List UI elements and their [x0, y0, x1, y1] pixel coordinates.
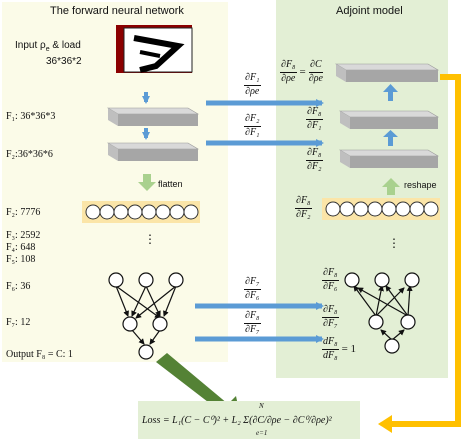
loss-box [138, 401, 360, 439]
adj-deriv-7-num: dF₈ [322, 336, 339, 350]
mid-deriv-3-num: ∂F₇ [244, 276, 261, 290]
adj-slab-top [334, 63, 440, 82]
adj-deriv-2-num: ∂F₈ [306, 106, 323, 120]
adj-slab-mid [338, 110, 440, 129]
adj-deriv-3: ∂F₈∂F₂ [306, 147, 323, 172]
slab-f1 [106, 107, 200, 126]
mid-deriv-1-den: ∂ρe [245, 85, 260, 97]
adj-deriv-6-den: ∂F₇ [323, 317, 338, 329]
feedback-arrow [390, 74, 461, 427]
output-label: Output F₈ = C: 1 [6, 349, 73, 360]
network-left [115, 285, 177, 345]
network-left-nodes [108, 272, 184, 360]
flat-circles-right [325, 201, 439, 217]
adj-deriv-1-eq: = [299, 66, 306, 78]
feedback-arrow-head [378, 415, 392, 433]
f6-label: F₆: 36 [6, 281, 31, 292]
input-label-main: Input ρ [15, 40, 46, 51]
network-right [353, 285, 413, 341]
f2b-label: F₂: 7776 [6, 207, 41, 218]
mid-deriv-3-den: ∂F₆ [245, 289, 260, 301]
mid-deriv-4-num: ∂F₈ [244, 310, 261, 324]
mid-deriv-2: ∂F₂∂F₁ [244, 113, 261, 138]
right-ellipsis: ⋮ [388, 236, 400, 250]
adj-slab-low [338, 149, 440, 168]
mid-deriv-4: ∂F₈∂F₇ [244, 310, 261, 335]
adj-deriv-1-rhs: ∂C∂ρe [308, 59, 323, 84]
f1-label: F₁: 36*36*3 [6, 111, 56, 122]
flatten-label: flatten [158, 179, 183, 189]
forward-title: The forward neural network [50, 5, 184, 17]
input-label: Input ρe & load [15, 40, 81, 54]
mid-deriv-4-den: ∂F₇ [245, 323, 260, 335]
adjoint-panel [276, 0, 448, 378]
adj-deriv-1-rden: ∂ρe [308, 72, 323, 84]
adj-deriv-7-eq: = 1 [341, 343, 357, 355]
adj-deriv-4-den: ∂F₂ [296, 208, 311, 220]
adj-deriv-2-den: ∂F₁ [307, 119, 322, 131]
adj-deriv-1: ∂F₈∂ρe = ∂C∂ρe [280, 59, 323, 84]
adj-deriv-1-num: ∂F₈ [280, 59, 297, 73]
adj-deriv-2: ∂F₈∂F₁ [306, 106, 323, 131]
adj-deriv-4-num: ∂F₈ [295, 195, 312, 209]
adj-deriv-5-num: ∂F₈ [322, 267, 339, 281]
mid-deriv-3: ∂F₇∂F₆ [244, 276, 261, 301]
adj-deriv-6: ∂F₈∂F₇ [322, 304, 339, 329]
mid-deriv-1-num: ∂F₁ [244, 72, 261, 86]
adj-deriv-1-lhs: ∂F₈∂ρe [280, 59, 297, 84]
mid-deriv-2-den: ∂F₁ [245, 126, 260, 138]
forward-panel [2, 2, 228, 362]
input-label-tail: & load [49, 40, 81, 51]
adj-arrow-up-1 [383, 84, 398, 101]
loss-sum-bottom: e=1 [256, 429, 268, 437]
adj-deriv-3-num: ∂F₈ [306, 147, 323, 161]
slab-f2 [106, 142, 200, 161]
reshape-label: reshape [404, 180, 437, 190]
reshape-arrow [382, 178, 400, 195]
network-right-nodes [344, 272, 420, 354]
loss-sum-top: N [259, 402, 264, 410]
adj-deriv-1-rnum: ∂C [309, 59, 323, 73]
left-ellipsis: ⋮ [144, 232, 156, 246]
input-image [116, 25, 193, 73]
adj-arrow-up-2 [383, 130, 398, 146]
f7-label: F₇: 12 [6, 317, 31, 328]
adj-deriv-3-den: ∂F₂ [307, 160, 322, 172]
adj-deriv-7-den: dF₈ [323, 349, 338, 361]
loss-formula: Loss = L₁(C − C⁰)² + L₂ Σ(∂C/∂ρe − ∂C⁰/∂… [142, 415, 332, 426]
adjoint-title: Adjoint model [336, 5, 403, 17]
input-dim: 36*36*2 [46, 56, 82, 67]
input-label-sub: e [45, 46, 50, 53]
mid-deriv-1: ∂F₁∂ρe [244, 72, 261, 97]
adj-deriv-4: ∂F₈∂F₂ [295, 195, 312, 220]
mid-deriv-2-num: ∂F₂ [244, 113, 261, 127]
adj-deriv-5-den: ∂F₆ [323, 280, 338, 292]
f4-label: F₄: 648 [6, 242, 36, 253]
adj-deriv-6-num: ∂F₈ [322, 304, 339, 318]
flatten-arrow [138, 174, 156, 191]
adj-deriv-1-den: ∂ρe [281, 72, 296, 84]
f3-label: F₃: 2592 [6, 230, 41, 241]
flat-circles-left [85, 204, 199, 220]
f2a-label: F₂:36*36*6 [6, 149, 53, 160]
f5-label: F₅: 108 [6, 254, 36, 265]
adj-deriv-5: ∂F₈∂F₆ [322, 267, 339, 292]
